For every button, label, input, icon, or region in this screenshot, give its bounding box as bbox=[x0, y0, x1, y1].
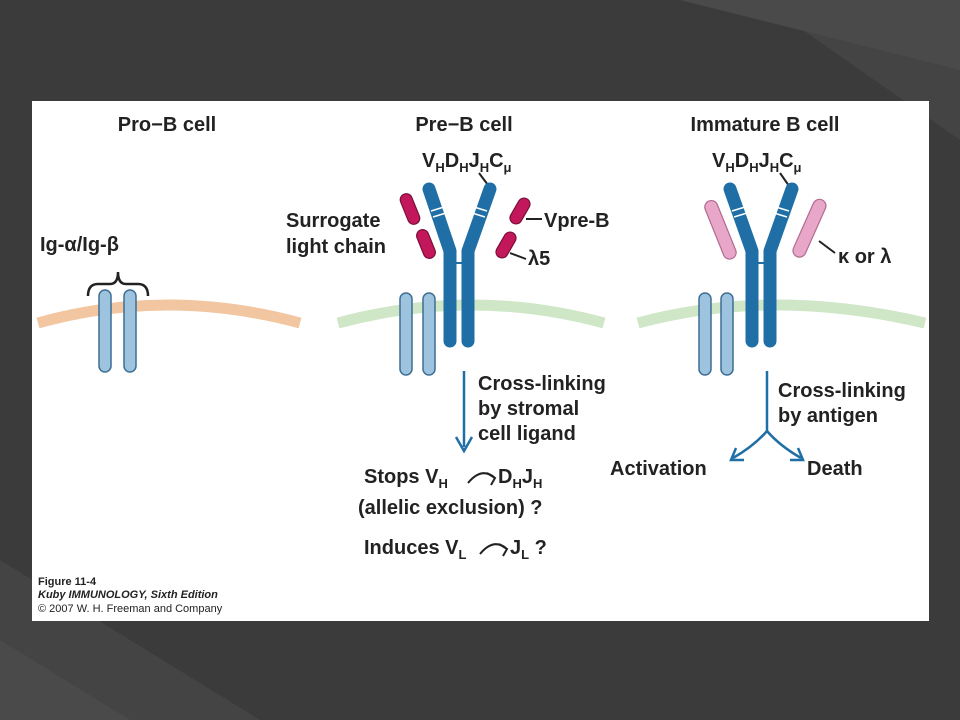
figure-panel: Pro−B cell Pre−B cell Immature B cell Ig… bbox=[32, 101, 929, 621]
label-ig-alpha-beta: Ig-α/Ig-β bbox=[40, 234, 119, 256]
pre-b-crosslink-3: cell ligand bbox=[478, 423, 576, 445]
label-surrogate-2: light chain bbox=[286, 236, 386, 258]
pointer-lambda5 bbox=[509, 252, 527, 260]
arrowhead-pre-b bbox=[454, 436, 474, 454]
immature-crosslink-1: Cross-linking bbox=[778, 380, 906, 402]
ig-beta-chain-pre-b bbox=[422, 292, 436, 376]
label-kappa-lambda: κ or λ bbox=[838, 246, 891, 268]
title-pre-b: Pre−B cell bbox=[415, 114, 512, 136]
svg-text:VHDHJHCμ: VHDHJHCμ bbox=[712, 150, 802, 175]
lambda5-right bbox=[495, 231, 517, 259]
title-pro-b: Pro−B cell bbox=[118, 114, 216, 136]
pre-b-induces-line: Induces VL JL ? bbox=[364, 537, 547, 562]
ig-beta-chain-immature bbox=[720, 292, 734, 376]
pointer-kappa-lambda bbox=[818, 240, 836, 254]
svg-text:VHDHJHCμ: VHDHJHCμ bbox=[422, 150, 512, 175]
ig-alpha-chain-pre-b bbox=[399, 292, 413, 376]
ig-alpha-chain-immature bbox=[698, 292, 712, 376]
label-vpre-b: Vpre-B bbox=[544, 210, 610, 232]
arrow-activation bbox=[732, 430, 768, 460]
pre-b-allelic: (allelic exclusion) ? bbox=[358, 497, 543, 519]
membrane-pro-b bbox=[36, 299, 302, 329]
title-immature-b: Immature B cell bbox=[691, 114, 840, 136]
membrane-immature-b bbox=[636, 299, 927, 329]
b-cell-diagram: Pro−B cell Pre−B cell Immature B cell Ig… bbox=[36, 114, 927, 615]
ig-beta-chain bbox=[123, 289, 137, 373]
pre-b-crosslink-1: Cross-linking bbox=[478, 373, 606, 395]
immature-crosslink-2: by antigen bbox=[778, 405, 878, 427]
brace-ig-alpha-beta bbox=[86, 271, 150, 297]
pre-b-stops-line: Stops VH DHJH bbox=[364, 466, 542, 491]
vpre-b-right bbox=[509, 197, 531, 225]
heavy-chain-pre-b bbox=[422, 182, 497, 348]
vpre-b-left bbox=[399, 193, 421, 225]
svg-text:DHJH: DHJH bbox=[498, 466, 542, 491]
caption-book-title: Kuby IMMUNOLOGY, Sixth Edition bbox=[38, 589, 218, 601]
label-activation: Activation bbox=[610, 458, 707, 480]
caption-figure-number: Figure 11-4 bbox=[38, 576, 97, 588]
lambda5-left bbox=[416, 229, 436, 259]
label-heavy-chain-immature: VHDHJHCμ bbox=[712, 150, 802, 175]
heavy-chain-immature bbox=[723, 182, 799, 348]
label-heavy-chain-pre-b: VHDHJHCμ bbox=[422, 150, 512, 175]
svg-text:Induces VL: Induces VL bbox=[364, 537, 466, 562]
label-surrogate-1: Surrogate bbox=[286, 210, 380, 232]
light-chain-left bbox=[704, 199, 737, 260]
label-death: Death bbox=[807, 458, 863, 480]
caption-copyright: © 2007 W. H. Freeman and Company bbox=[38, 603, 223, 615]
label-lambda5: λ5 bbox=[528, 248, 550, 270]
light-chain-right bbox=[792, 198, 827, 258]
svg-text:JL ?: JL ? bbox=[510, 537, 547, 562]
arrow-death bbox=[766, 430, 802, 460]
svg-text:Stops VH: Stops VH bbox=[364, 466, 448, 491]
ig-alpha-chain bbox=[98, 289, 112, 373]
arrowhead-death bbox=[790, 447, 805, 462]
pre-b-crosslink-2: by stromal bbox=[478, 398, 579, 420]
arrowhead-activation bbox=[729, 447, 744, 462]
